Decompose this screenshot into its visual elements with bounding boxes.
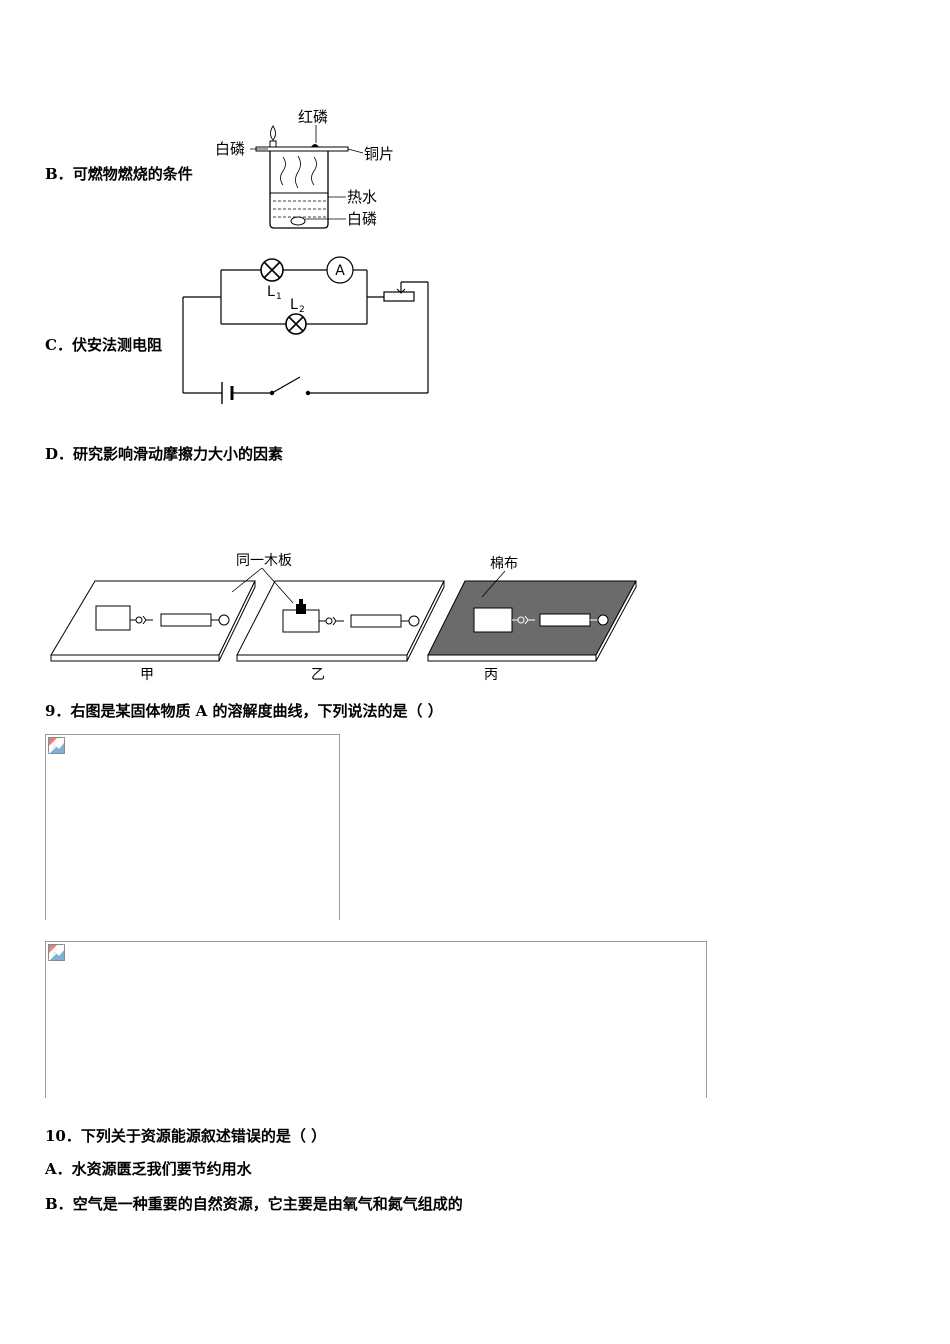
question-10: 10．下列关于资源能源叙述错误的是（ ） bbox=[45, 1129, 326, 1144]
question-number: 10． bbox=[45, 1127, 81, 1145]
board-bing bbox=[427, 580, 637, 662]
question-10-option-a: A．水资源匮乏我们要节约用水 bbox=[45, 1162, 252, 1177]
ammeter-icon: A bbox=[326, 256, 354, 284]
label-red-phosphorus: 红磷 bbox=[298, 108, 328, 126]
option-text: 空气是一种重要的自然资源，它主要是由氧气和氮气组成的 bbox=[72, 1195, 463, 1213]
red-phosphorus bbox=[311, 144, 319, 147]
option-b: B．可燃物燃烧的条件 bbox=[45, 167, 193, 182]
broken-image-icon bbox=[48, 737, 65, 754]
question-text: 下列关于资源能源叙述错误的是（ ） bbox=[80, 1127, 327, 1145]
question-9: 9．右图是某固体物质 A 的溶解度曲线，下列说法的是（ ） bbox=[45, 704, 443, 719]
board-yi bbox=[236, 580, 445, 662]
question-text: 右图是某固体物质 A 的溶解度曲线，下列说法的是（ ） bbox=[70, 702, 443, 720]
label-l2-sub: 2 bbox=[299, 305, 305, 315]
white-phosphorus-underwater bbox=[290, 216, 306, 226]
option-d: D．研究影响滑动摩擦力大小的因素 bbox=[45, 447, 283, 462]
label-same-board: 同一木板 bbox=[236, 553, 292, 569]
rheostat-icon bbox=[383, 282, 415, 302]
label-l2: L bbox=[290, 297, 298, 313]
option-text: 伏安法测电阻 bbox=[71, 336, 162, 354]
option-letter: C． bbox=[45, 336, 72, 354]
label-copper: 铜片 bbox=[364, 145, 394, 163]
label-yi: 乙 bbox=[311, 667, 325, 683]
question-number: 9． bbox=[45, 702, 71, 720]
lamp-l1-icon bbox=[260, 258, 284, 282]
question-10-option-b: B．空气是一种重要的自然资源，它主要是由氧气和氮气组成的 bbox=[45, 1197, 463, 1212]
label-l1: L bbox=[267, 284, 275, 300]
ammeter-label: A bbox=[335, 263, 345, 279]
option-text: 研究影响滑动摩擦力大小的因素 bbox=[73, 445, 284, 463]
board-jia bbox=[50, 580, 256, 662]
label-jia: 甲 bbox=[140, 667, 154, 683]
label-cotton: 棉布 bbox=[490, 555, 518, 572]
flame-icon bbox=[270, 125, 276, 141]
broken-image-placeholder-1 bbox=[45, 734, 340, 920]
option-letter: A． bbox=[45, 1160, 72, 1178]
label-white-phosphorus-bottom: 白磷 bbox=[347, 210, 377, 228]
option-letter: D． bbox=[45, 445, 74, 463]
label-l1-sub: 1 bbox=[276, 292, 282, 302]
label-white-phosphorus-top: 白磷 bbox=[215, 140, 245, 158]
option-c: C．伏安法测电阻 bbox=[45, 338, 162, 353]
option-text: 可燃物燃烧的条件 bbox=[72, 165, 193, 183]
option-letter: B． bbox=[45, 1195, 73, 1213]
option-text: 水资源匮乏我们要节约用水 bbox=[71, 1160, 252, 1178]
broken-image-placeholder-2 bbox=[45, 941, 707, 1098]
option-letter: B． bbox=[45, 165, 73, 183]
label-bing: 丙 bbox=[484, 667, 498, 683]
label-hot-water: 热水 bbox=[347, 188, 377, 206]
lamp-l2-icon bbox=[285, 313, 307, 335]
broken-image-icon bbox=[48, 944, 65, 961]
